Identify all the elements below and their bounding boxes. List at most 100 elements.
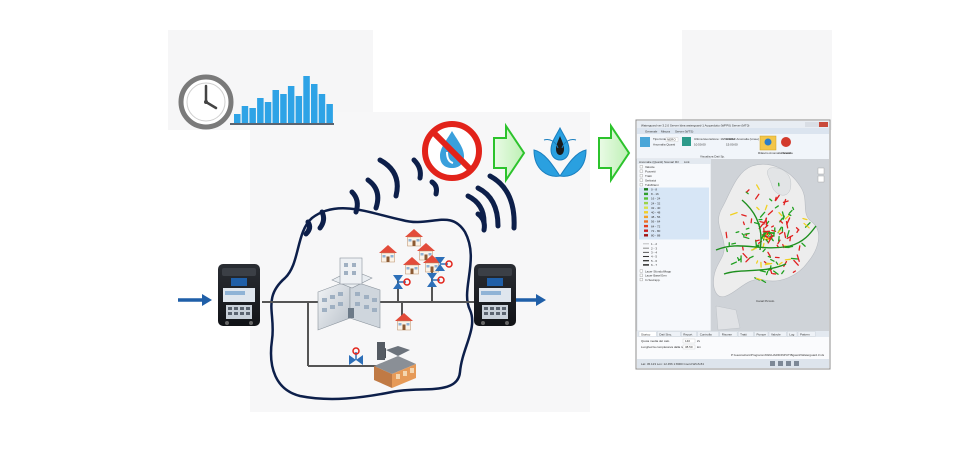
network-segment bbox=[777, 239, 781, 245]
status-icon[interactable] bbox=[794, 361, 799, 366]
maximize-button[interactable] bbox=[812, 122, 819, 127]
ribbon-tab-general[interactable]: Generale bbox=[645, 130, 658, 134]
legend-checkbox[interactable] bbox=[639, 178, 643, 182]
network-segment bbox=[783, 198, 787, 206]
legend-value-label: 0 - 8 bbox=[651, 188, 657, 192]
bottom-tab[interactable] bbox=[638, 331, 657, 337]
network-segment bbox=[763, 231, 768, 237]
ribbon-icon[interactable] bbox=[640, 137, 650, 147]
network-segment bbox=[741, 246, 744, 251]
status-icon[interactable] bbox=[786, 361, 791, 366]
bottom-tab[interactable] bbox=[681, 331, 697, 337]
stat-label: Quota media del calo bbox=[641, 339, 670, 343]
network-segment bbox=[737, 258, 742, 262]
network-segment bbox=[754, 193, 760, 200]
ribbon-field-anomaly: Anomalia Quanti bbox=[653, 143, 676, 147]
layer-checkbox-label: Layer Base/Gen bbox=[645, 274, 667, 278]
network-segment bbox=[749, 255, 754, 259]
legend-checkbox[interactable] bbox=[639, 165, 643, 169]
legend-value-label: 16 - 24 bbox=[651, 197, 661, 201]
house-icon bbox=[395, 313, 413, 331]
ribbon-value-type[interactable]: NERO bbox=[667, 138, 676, 142]
network-segment bbox=[746, 189, 750, 193]
minimize-button[interactable] bbox=[805, 122, 812, 127]
signal-wave-arc bbox=[429, 179, 439, 197]
legend-value-label: 64 - 72 bbox=[651, 224, 661, 228]
status-icon[interactable] bbox=[770, 361, 775, 366]
network-segment bbox=[798, 245, 801, 251]
network-segment bbox=[777, 229, 781, 233]
network-segment bbox=[763, 260, 767, 264]
close-button[interactable] bbox=[819, 122, 828, 127]
bottom-tab[interactable] bbox=[737, 331, 754, 337]
layer-checkbox[interactable] bbox=[639, 269, 643, 273]
network-segment bbox=[759, 220, 765, 224]
network-segment bbox=[778, 211, 783, 217]
window-controls[interactable] bbox=[805, 122, 828, 127]
legend-checkbox[interactable] bbox=[639, 183, 643, 187]
bottom-tab-label: Storico bbox=[641, 332, 651, 336]
network-segment bbox=[788, 209, 793, 214]
network-segment bbox=[773, 270, 779, 275]
bottom-tab-label: Report bbox=[683, 332, 692, 336]
bar-chart-bar bbox=[318, 94, 326, 124]
legend-item-label: Pozzetti bbox=[645, 170, 656, 174]
legend-swatch bbox=[644, 197, 648, 200]
layer-checkbox[interactable] bbox=[639, 273, 643, 277]
bottom-tab[interactable] bbox=[754, 331, 769, 337]
status-icon[interactable] bbox=[778, 361, 783, 366]
bottom-tab[interactable] bbox=[719, 331, 738, 337]
panel-tab-link[interactable]: Link bbox=[684, 160, 690, 164]
legend-value-label: 40 - 48 bbox=[651, 211, 661, 215]
network-segment bbox=[745, 227, 750, 230]
bottom-tab[interactable] bbox=[768, 331, 787, 337]
legend-value-label: 8 - 16 bbox=[651, 192, 659, 196]
bottom-tab[interactable] bbox=[797, 331, 816, 337]
ribbon-tab-measure[interactable]: Misura bbox=[661, 130, 670, 134]
bottom-tab-label: Tratti bbox=[740, 332, 747, 336]
stat-value-box bbox=[682, 338, 696, 344]
legend-diameter-label: 6 - 7 bbox=[651, 263, 657, 267]
cancel-icon[interactable] bbox=[781, 137, 791, 147]
layer-checkbox[interactable] bbox=[639, 278, 643, 282]
bottom-tab-label: Risorse bbox=[722, 332, 733, 336]
software-window: Waterguard ver 3.2.0 Server Idea watergu… bbox=[635, 119, 831, 370]
bottom-tab[interactable] bbox=[657, 331, 681, 337]
signal-wave-arc bbox=[365, 177, 381, 211]
legend-highlight bbox=[639, 187, 709, 240]
signal-wave-arc bbox=[411, 157, 423, 181]
bottom-tab[interactable] bbox=[787, 331, 798, 337]
network-segment bbox=[735, 231, 740, 234]
network-segment bbox=[770, 258, 775, 262]
bottom-tab[interactable] bbox=[697, 331, 719, 337]
house-icon bbox=[379, 245, 397, 263]
network-segment bbox=[792, 270, 797, 273]
window-title-bar bbox=[637, 121, 829, 128]
panel-tab-ril[interactable]: Ril bbox=[675, 160, 679, 164]
legend-item-label: Tratti bbox=[645, 174, 652, 178]
bottom-tab-label: Valvole bbox=[771, 332, 781, 336]
ribbon-icon[interactable] bbox=[682, 137, 691, 146]
map-tool-button[interactable] bbox=[817, 175, 825, 183]
legend-checkbox[interactable] bbox=[639, 169, 643, 173]
house-icon bbox=[405, 229, 423, 247]
legend-swatch bbox=[644, 215, 648, 219]
network-segment bbox=[756, 206, 760, 211]
panel-tab-anomalies[interactable]: Anomalie (Quanti) Scenari bbox=[639, 160, 675, 164]
bar-chart-bar bbox=[326, 104, 333, 124]
bar-chart-bar bbox=[311, 84, 318, 124]
ribbon-tab-server[interactable]: Server (WTS) bbox=[675, 130, 693, 134]
legend-diameter-label: 4 - 5 bbox=[651, 255, 657, 259]
signal-wave-arc bbox=[475, 185, 501, 229]
legend-checkbox[interactable] bbox=[639, 174, 643, 178]
bar-chart-bar bbox=[280, 94, 287, 124]
network-segment bbox=[767, 251, 771, 257]
network-segment bbox=[783, 232, 787, 239]
network-segment bbox=[781, 211, 785, 219]
network-main-line bbox=[715, 225, 817, 251]
legend-swatch bbox=[644, 220, 648, 223]
map-tool-button[interactable] bbox=[817, 167, 825, 175]
network-segment bbox=[802, 217, 808, 221]
network-segment bbox=[765, 237, 770, 241]
